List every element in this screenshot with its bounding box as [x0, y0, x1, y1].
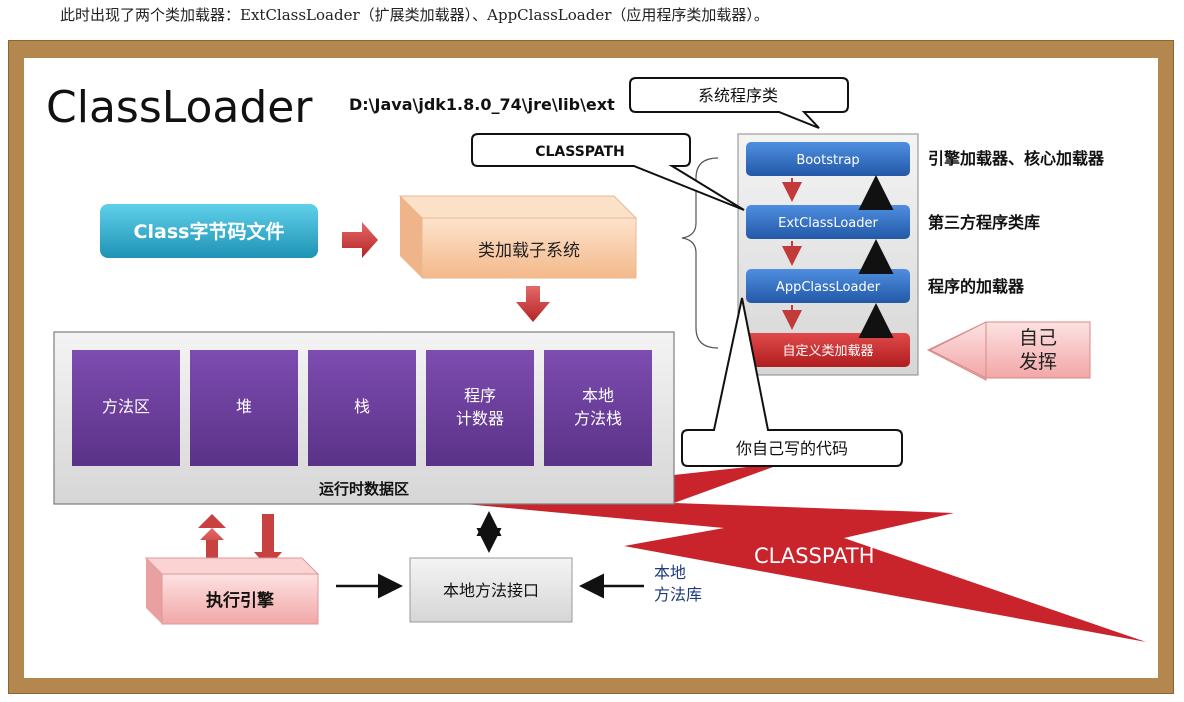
loader-subsystem: 类加载子系统: [398, 195, 638, 279]
native-interface-label: 本地方法接口: [443, 581, 539, 600]
runtime-area-pc: 程序 计数器: [426, 350, 534, 466]
pc-label-line1: 程序: [464, 386, 496, 405]
heap-label: 堆: [236, 397, 252, 416]
callout-classpath-label: CLASSPATH: [535, 144, 625, 160]
custom-loader: [746, 333, 910, 367]
callout-own-code: 你自己写的代码: [681, 297, 903, 467]
self-play-arrow: 自己 发挥: [926, 321, 1091, 381]
runtime-area-native-stack: 本地 方法栈: [544, 350, 652, 466]
loader-brace: [681, 157, 719, 349]
runtime-data-area-label: 运行时数据区: [319, 480, 409, 498]
app-loader-label: AppClassLoader: [776, 280, 881, 295]
execution-engine: 执行引擎: [144, 557, 320, 625]
diagram-title: ClassLoader: [46, 82, 313, 133]
native-stack-line2: 方法栈: [574, 409, 622, 428]
native-lib-line2: 方法库: [654, 585, 702, 604]
caption-text: 此时出现了两个类加载器：ExtClassLoader（扩展类加载器）、AppCl…: [60, 6, 769, 24]
app-loader: [746, 269, 910, 303]
self-play-line2: 发挥: [1019, 351, 1057, 373]
arrow-engine-down-shaft: [262, 514, 274, 554]
pc-label-line2: 计数器: [456, 409, 504, 428]
bootstrap-loader: [746, 142, 910, 176]
runtime-area-stack: 栈: [308, 350, 416, 466]
app-desc: 程序的加载器: [928, 277, 1025, 296]
runtime-area-heap: 堆: [190, 350, 298, 466]
arrow-to-subsystem: [342, 222, 378, 258]
native-interface-box: [409, 557, 573, 623]
bootstrap-loader-label: Bootstrap: [796, 153, 859, 168]
self-play-line1: 自己: [1019, 327, 1057, 349]
ext-desc: 第三方程序类库: [928, 213, 1040, 232]
loader-subsystem-label: 类加载子系统: [478, 241, 580, 261]
execution-engine-label: 执行引擎: [206, 590, 275, 611]
classpath-bolt-label: CLASSPATH: [754, 544, 875, 568]
classpath-bolt: CLASSPATH: [454, 463, 1146, 642]
classloader-diagram: ClassLoader D:\Java\jdk1.8.0_74\jre\lib\…: [46, 77, 1146, 642]
bootstrap-desc: 引擎加载器、核心加载器: [928, 149, 1105, 168]
callout-system-classes: 系统程序类: [629, 77, 849, 129]
ext-loader: [746, 205, 910, 239]
native-lib-line1: 本地: [654, 563, 686, 582]
method-area-label: 方法区: [102, 397, 150, 416]
stack-label: 栈: [354, 397, 370, 416]
diagram-board: ClassLoader D:\Java\jdk1.8.0_74\jre\lib\…: [24, 58, 1158, 678]
runtime-area-method: 方法区: [72, 350, 180, 466]
native-stack-line1: 本地: [582, 386, 614, 405]
ext-path-label: D:\Java\jdk1.8.0_74\jre\lib\ext: [349, 95, 615, 114]
callout-classpath: CLASSPATH: [471, 133, 745, 211]
callout-system-label: 系统程序类: [698, 86, 778, 105]
class-file-label: Class字节码文件: [134, 220, 285, 243]
arrow-to-runtime: [516, 286, 550, 322]
callout-own-code-label: 你自己写的代码: [736, 439, 848, 458]
class-file-box: [100, 204, 318, 258]
arrow-engine-up-head: [198, 514, 226, 528]
custom-loader-label: 自定义类加载器: [782, 344, 873, 359]
ext-loader-label: ExtClassLoader: [778, 216, 878, 231]
